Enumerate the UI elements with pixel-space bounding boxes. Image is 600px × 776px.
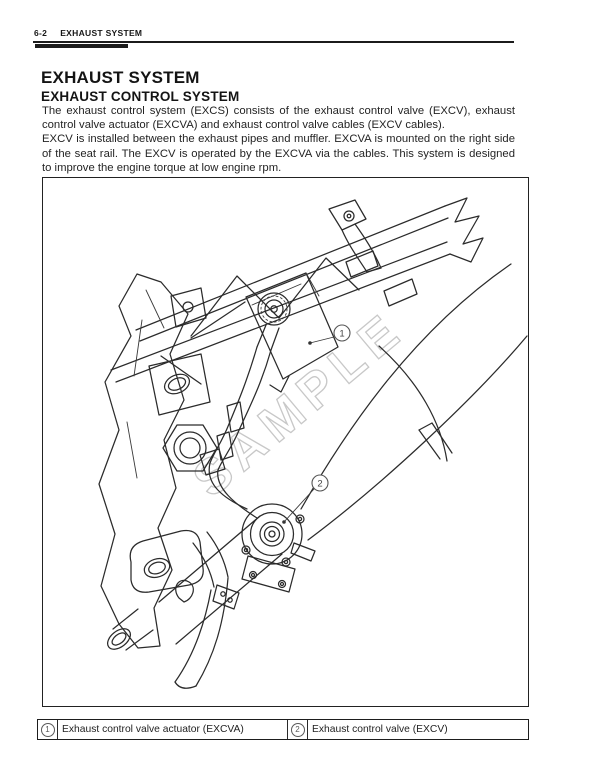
technical-illustration: SAMPLE <box>98 197 528 689</box>
seat-rail-drawing <box>110 197 484 385</box>
legend-item-1-label: Exhaust control valve actuator (EXCVA) <box>58 720 288 739</box>
paragraph-1: The exhaust control system (EXCS) consis… <box>42 105 515 132</box>
frame-pillar-drawing <box>98 273 218 649</box>
body-text: The exhaust control system (EXCS) consis… <box>42 104 515 175</box>
legend-item-2-number-cell: 2 <box>288 720 308 739</box>
exhaust-pipes-drawing <box>107 515 283 689</box>
paragraph-2: EXCV is installed between the exhaust pi… <box>42 133 515 174</box>
header-rule <box>33 41 514 43</box>
valve-drawing <box>241 503 316 593</box>
callout-2-marker: 2 <box>282 474 329 524</box>
legend-item-1-number: 1 <box>40 722 55 737</box>
header-rule-accent <box>35 44 128 48</box>
page-title: EXHAUST SYSTEM <box>41 68 200 87</box>
page-subtitle: EXHAUST CONTROL SYSTEM <box>41 89 240 104</box>
actuator-drawing <box>245 272 339 393</box>
running-header: 6-2 EXHAUST SYSTEM <box>34 28 142 38</box>
callout-1-marker: 1 <box>308 324 351 345</box>
callout-1-number: 1 <box>339 329 344 340</box>
legend-item-1-number-cell: 1 <box>38 720 58 739</box>
page-number: 6-2 <box>34 28 48 38</box>
cables-drawing <box>199 346 272 519</box>
section-name: EXHAUST SYSTEM <box>60 28 143 38</box>
figure-frame: SAMPLE <box>42 177 529 707</box>
legend-table: 1 Exhaust control valve actuator (EXCVA)… <box>37 719 529 740</box>
legend-item-2-number: 2 <box>290 722 305 737</box>
legend-item-2-label: Exhaust control valve (EXCV) <box>312 724 448 735</box>
callout-2-number: 2 <box>317 479 322 490</box>
